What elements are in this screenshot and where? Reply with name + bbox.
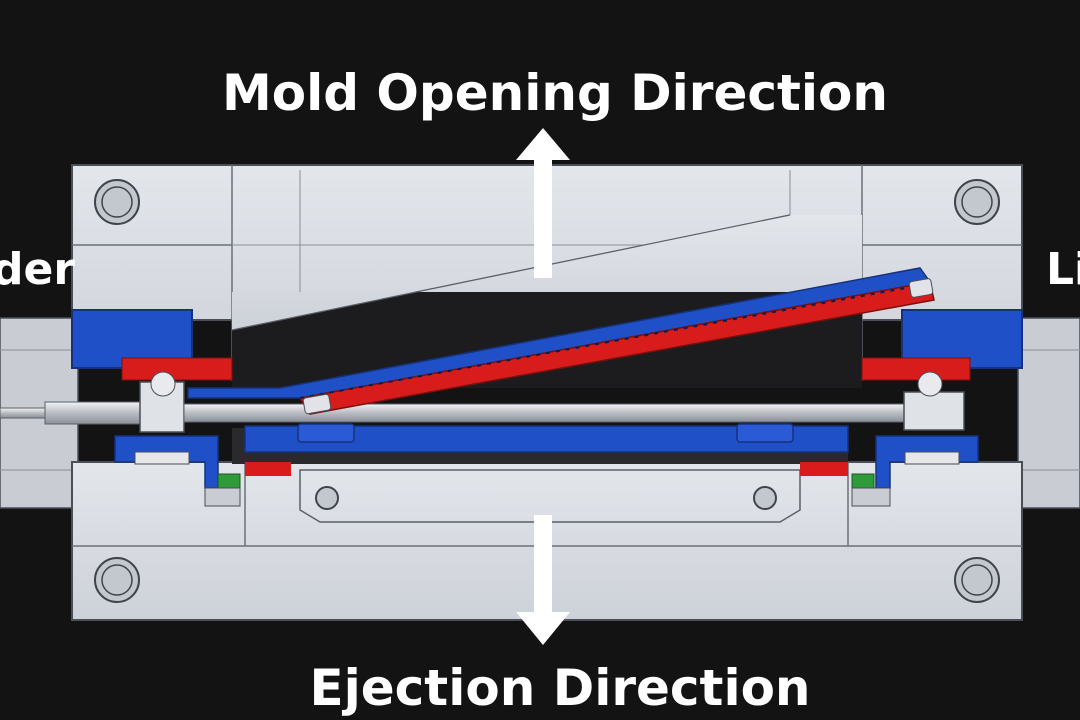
inclined-lifter [187, 267, 935, 415]
arrow-down-icon [516, 515, 570, 645]
guide-rod [0, 371, 965, 433]
core-insert [232, 423, 849, 476]
ejection-direction-label: Ejection Direction [309, 659, 810, 717]
left-slider-block [71, 309, 233, 381]
right-lower-bracket [851, 435, 979, 507]
right-partial-label: Li [1046, 244, 1080, 295]
right-slider-block [861, 309, 1023, 381]
arrow-up-icon [516, 128, 570, 278]
left-lower-bracket [114, 435, 241, 507]
left-partial-label: der [0, 244, 75, 295]
mold-opening-direction-label: Mold Opening Direction [222, 64, 888, 122]
right-guide-rail [1017, 317, 1080, 509]
